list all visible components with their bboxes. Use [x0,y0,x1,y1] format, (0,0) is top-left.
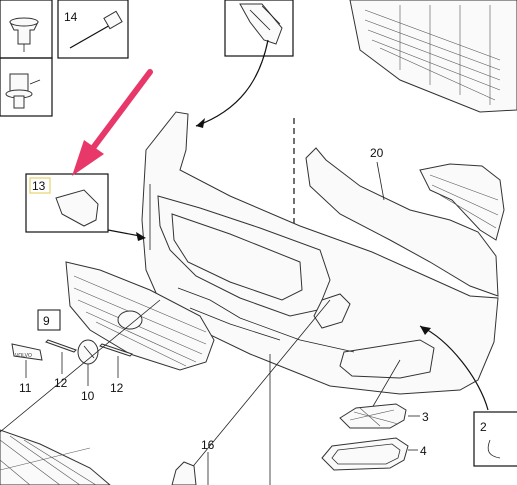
callout-13: 13 [32,179,46,193]
callout-11: 11 [19,381,32,395]
callout-9: 9 [43,314,50,328]
callout-2: 2 [480,420,487,434]
rivet-box: 14 [57,0,129,59]
callout-16: 16 [201,438,215,452]
bracket-detail-box [195,0,294,128]
center-emblem: 10 [77,339,99,403]
front-bumper-cover [141,111,499,395]
badge-text: VOLVO [15,353,32,359]
callout-20: 20 [370,146,384,160]
fog-light-grille: 3 [339,403,429,429]
callout-4: 4 [420,444,427,458]
emblem-trim-strip-left: 12 [45,339,77,390]
fog-light-bezel: 4 [321,437,427,471]
clip-fastener-box [0,0,53,59]
bumper-support-bracket: 20 [305,146,505,297]
callout-12b: 12 [110,381,124,395]
edge-detail-box-2: 2 [419,325,517,467]
bottom-bracket: 16 [171,438,215,485]
highlight-arrow [72,69,153,176]
leader-line-3 [371,359,401,409]
emblem-trim-strip-right: 12 [99,343,133,395]
callout-14: 14 [64,10,78,24]
callout-3: 3 [422,410,429,424]
volvo-emblem-badge: VOLVO 11 [11,343,43,395]
radiator-grille-panel [349,0,517,113]
leader-line-grille [189,299,331,471]
lower-mesh-insert [0,429,111,485]
leader-line-mesh [0,299,161,433]
callout-10: 10 [81,389,95,403]
bolt-box [0,57,53,117]
tow-eye-cover-box: 13 [25,173,146,241]
